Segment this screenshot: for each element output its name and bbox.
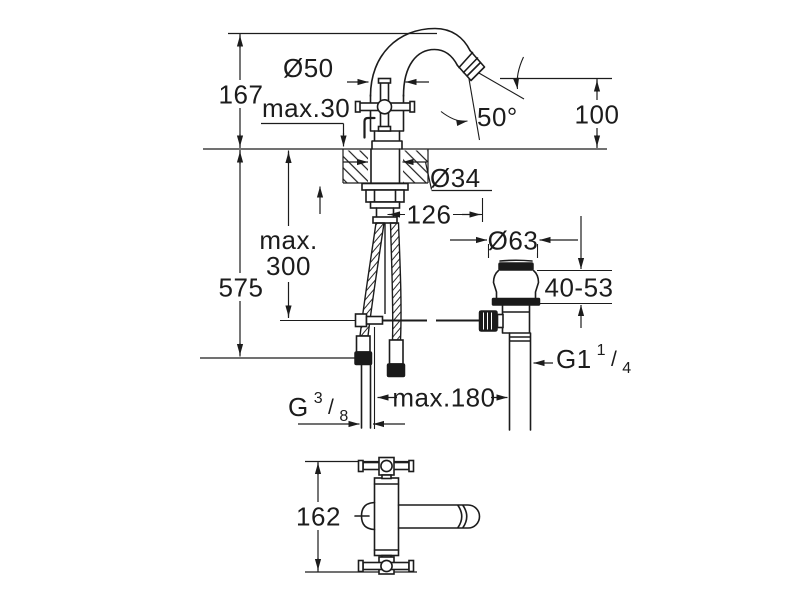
supply-hoses [354,222,406,429]
dim-waste-thread-g114: G1 1 / 4 [533,342,632,377]
dimension-label-o34: Ø34 [430,163,481,193]
dim-body-diameter-50: Ø50 [283,53,429,86]
topview-popup-knob [354,501,376,531]
dimension-label-max180: max.180 [392,383,495,413]
dimension-label-300: 300 [266,251,311,281]
pop-up-lever [363,116,376,139]
dimension-label-162: 162 [296,502,341,532]
mounting-deck [342,148,429,184]
pop-up-rod [280,223,480,429]
dim-supply-thread-g38: G 3 / 8 [288,390,405,428]
dimension-label-100: 100 [575,100,620,130]
dim-waste-offset-126: 126 [387,198,484,230]
waste-tailpipe [508,332,532,431]
dim-hole-diameter-34: Ø34 [343,158,492,193]
fixing-set [361,182,409,224]
cross-handle [354,77,416,132]
dimension-label-167: 167 [219,80,264,110]
dim-topview-depth-162: 162 [294,461,342,572]
faucet-front-view [280,27,486,429]
rod-knob [478,310,498,332]
dim-deck-range-4053: 40-53 [537,216,614,328]
dimension-label-575: 575 [219,273,264,303]
dimension-label-max30: max.30 [262,93,350,123]
dim-deck-max30: max.30 [261,93,350,214]
pop-up-waste [478,259,541,431]
dim-drain-offset-max180: max.180 [377,383,508,413]
dim-hose-max300: max. 300 [257,150,320,318]
dimension-label-g38: G 3 / 8 [288,390,349,425]
dim-spout-height-167: 167 [217,34,265,148]
dimension-label-max: max. [259,225,317,255]
topview-body [373,474,400,560]
topview-spout [397,504,481,529]
faucet-top-view [305,456,481,575]
dim-waste-diameter-63: Ø63 [450,226,578,258]
topview-handle-lower [357,556,415,575]
dim-outlet-angle-50deg: 50° [440,56,525,141]
dimension-label-g114: G1 1 / 4 [556,342,632,377]
dimension-label-o50: Ø50 [283,53,334,83]
topview-handle-upper [357,456,415,476]
dimension-label-4053: 40-53 [545,273,614,303]
aerator-tip [456,49,486,82]
dimension-label-50deg: 50° [477,102,518,132]
spout-arch [369,27,471,97]
dimension-label-126: 126 [407,200,452,230]
dimensions: 167 575 max.30 max. 300 Ø50 [217,34,632,572]
supply-pipe [360,364,372,429]
dim-outlet-height-100: 100 [572,79,622,148]
dimension-label-o63: Ø63 [488,226,539,256]
